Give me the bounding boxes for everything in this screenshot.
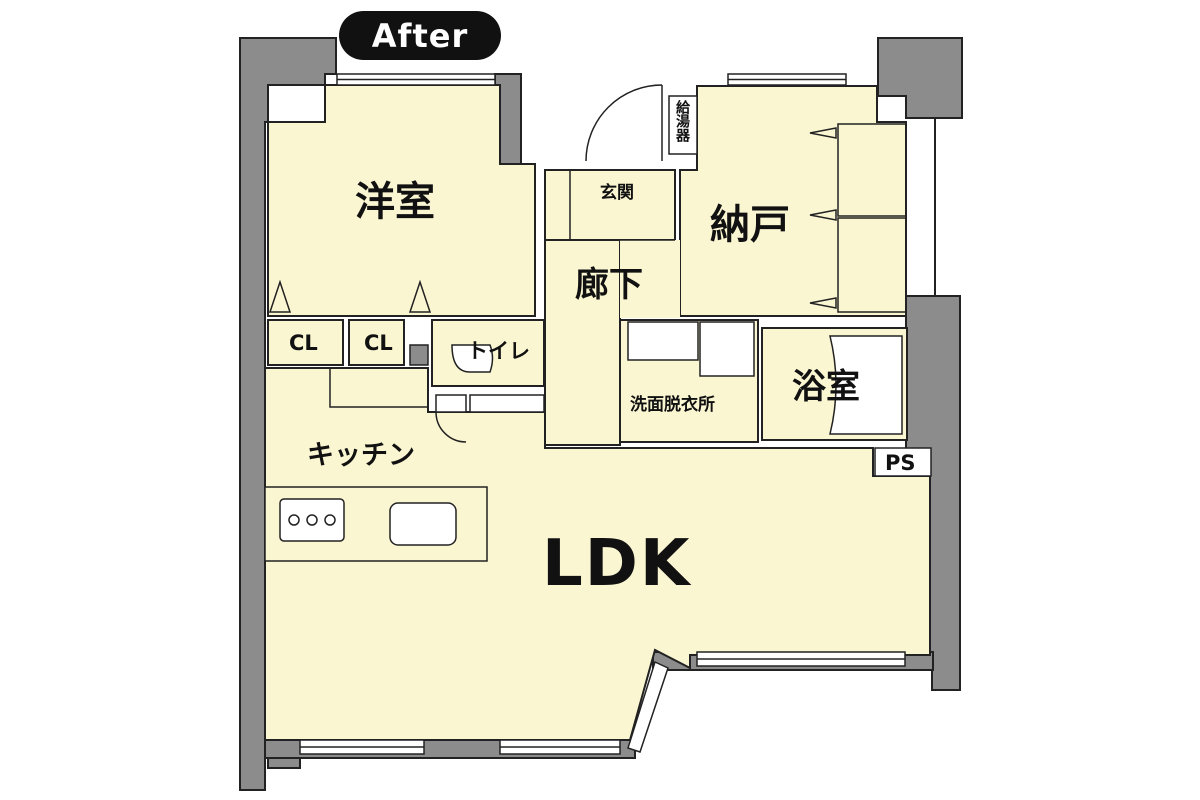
bathroom-label: 浴室 [792, 367, 860, 407]
entrance-label: 玄関 [600, 183, 634, 203]
after-badge: After [339, 11, 501, 60]
pipe-space-label: PS [885, 451, 916, 475]
closet-1-label: CL [289, 331, 318, 355]
stove-burners [288, 514, 336, 526]
ldk-label: LDK [542, 527, 692, 601]
storage-room-label: 納戸 [710, 202, 790, 248]
toilet-label: トイレ [467, 339, 530, 363]
closet-2-floor [348, 319, 405, 366]
western-room-label: 洋室 [355, 179, 435, 225]
washroom-label: 洗面脱衣所 [630, 395, 715, 415]
closet-2-label: CL [364, 331, 393, 355]
windows [299, 73, 906, 755]
closet-1-floor [267, 319, 344, 366]
hallway-label: 廊下 [575, 265, 643, 305]
western-room-floor [267, 84, 536, 317]
entrance-floor [544, 169, 676, 241]
kitchen-label: キッチン [307, 440, 415, 471]
hallway-floor [544, 239, 621, 446]
storage-room-floor [679, 85, 907, 317]
water-heater-label: 給湯器 [674, 100, 690, 142]
